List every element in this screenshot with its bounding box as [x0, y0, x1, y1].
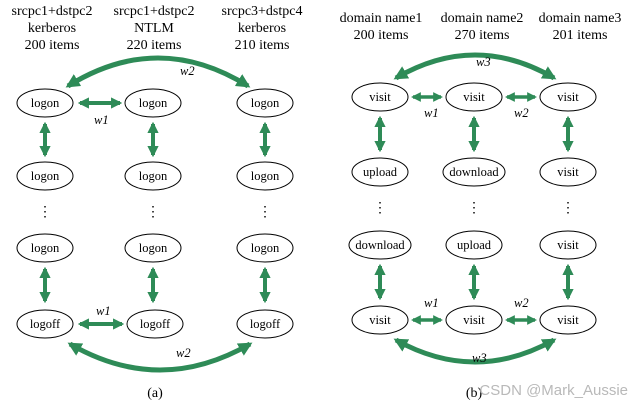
- panel-b: domain name1 200 items domain name2 270 …: [340, 11, 622, 401]
- edge-label-w1-bottom: w1: [96, 304, 111, 318]
- node-label: logon: [31, 96, 60, 110]
- panel-a-header-col2: srcpc1+dstpc2 NTLM 220 items: [114, 4, 195, 53]
- node-label: logon: [251, 96, 280, 110]
- node-label: logon: [139, 169, 168, 183]
- header-line: 220 items: [127, 38, 182, 53]
- node-label: visit: [557, 238, 579, 252]
- watermark: CSDN @Mark_Aussie: [479, 382, 628, 399]
- header-line: 200 items: [25, 38, 80, 53]
- edge-label-w2-top-b: w2: [514, 106, 529, 120]
- header-line: kerberos: [238, 21, 286, 36]
- node-visit: [445, 305, 503, 335]
- node-label: logon: [31, 241, 60, 255]
- node-logoff: [236, 309, 294, 339]
- node-label: visit: [463, 90, 485, 104]
- node-label: logon: [251, 169, 280, 183]
- node-label: download: [449, 165, 499, 179]
- arc-arrow-w2-bottom: [67, 341, 253, 373]
- node-logoff: [126, 309, 184, 339]
- node-label: visit: [463, 313, 485, 327]
- node-visit: [351, 82, 409, 112]
- node-label: logon: [139, 241, 168, 255]
- node-label: logon: [251, 241, 280, 255]
- ellipsis-dots: ⋮: [561, 201, 575, 216]
- edge-label-w1-bottom-b: w1: [424, 296, 439, 310]
- header-line: srcpc3+dstpc4: [222, 4, 303, 19]
- node-visit: [539, 230, 597, 260]
- node-label: logoff: [250, 317, 281, 331]
- panel-a-header-col3: srcpc3+dstpc4 kerberos 210 items: [222, 4, 303, 53]
- node-logon: [16, 233, 74, 263]
- node-label: logoff: [30, 317, 61, 331]
- header-line: 201 items: [553, 28, 608, 43]
- node-label: download: [355, 238, 405, 252]
- header-line: NTLM: [134, 21, 174, 36]
- arc-arrow-w3-bottom: [393, 337, 557, 365]
- node-visit: [445, 82, 503, 112]
- panel-a-header-col1: srcpc1+dstpc2 kerberos 200 items: [12, 4, 93, 53]
- ellipsis-dots: ⋮: [467, 201, 481, 216]
- node-logon: [236, 161, 294, 191]
- ellipsis-dots: ⋮: [258, 205, 272, 220]
- node-logoff: [16, 309, 74, 339]
- header-line: srcpc1+dstpc2: [114, 4, 195, 19]
- node-logon: [16, 88, 74, 118]
- node-logon: [16, 161, 74, 191]
- ellipsis-dots: ⋮: [373, 201, 387, 216]
- node-logon: [236, 233, 294, 263]
- edge-label-w3-top: w3: [476, 55, 491, 69]
- node-logon: [124, 233, 182, 263]
- node-visit: [539, 82, 597, 112]
- node-upload: [351, 157, 409, 187]
- node-label: upload: [363, 165, 398, 179]
- node-logon: [236, 88, 294, 118]
- node-label: visit: [369, 90, 391, 104]
- panel-a: srcpc1+dstpc2 kerberos 200 items srcpc1+…: [12, 4, 303, 401]
- edge-label-w2-bottom-b: w2: [514, 296, 529, 310]
- node-label: logoff: [140, 317, 171, 331]
- ellipsis-dots: ⋮: [38, 205, 52, 220]
- arc-arrow-w3-top: [393, 52, 557, 81]
- node-logon: [124, 161, 182, 191]
- ellipsis-dots: ⋮: [146, 205, 160, 220]
- caption-b: (b): [466, 386, 483, 401]
- node-label: visit: [557, 165, 579, 179]
- node-visit: [351, 305, 409, 335]
- node-logon: [124, 88, 182, 118]
- node-label: visit: [557, 90, 579, 104]
- node-download: [442, 157, 506, 187]
- header-line: 270 items: [455, 28, 510, 43]
- caption-a: (a): [147, 386, 163, 401]
- node-download: [348, 230, 412, 260]
- header-line: domain name2: [441, 11, 524, 26]
- node-label: upload: [457, 238, 492, 252]
- node-label: logon: [31, 169, 60, 183]
- node-label: logon: [139, 96, 168, 110]
- header-line: domain name3: [539, 11, 622, 26]
- header-line: 210 items: [235, 38, 290, 53]
- edge-label-w2-bottom: w2: [176, 346, 191, 360]
- header-line: kerberos: [28, 21, 76, 36]
- node-upload: [445, 230, 503, 260]
- edge-label-w1-top: w1: [94, 113, 109, 127]
- header-line: srcpc1+dstpc2: [12, 4, 93, 19]
- header-line: domain name1: [340, 11, 423, 26]
- node-visit: [539, 157, 597, 187]
- edge-label-w3-bottom: w3: [472, 351, 487, 365]
- edge-label-w1-top-b: w1: [424, 106, 439, 120]
- node-label: visit: [369, 313, 391, 327]
- node-visit: [539, 305, 597, 335]
- arc-arrow-w2-top: [65, 55, 251, 89]
- node-label: visit: [557, 313, 579, 327]
- header-line: 200 items: [354, 28, 409, 43]
- edge-label-w2-top: w2: [180, 64, 195, 78]
